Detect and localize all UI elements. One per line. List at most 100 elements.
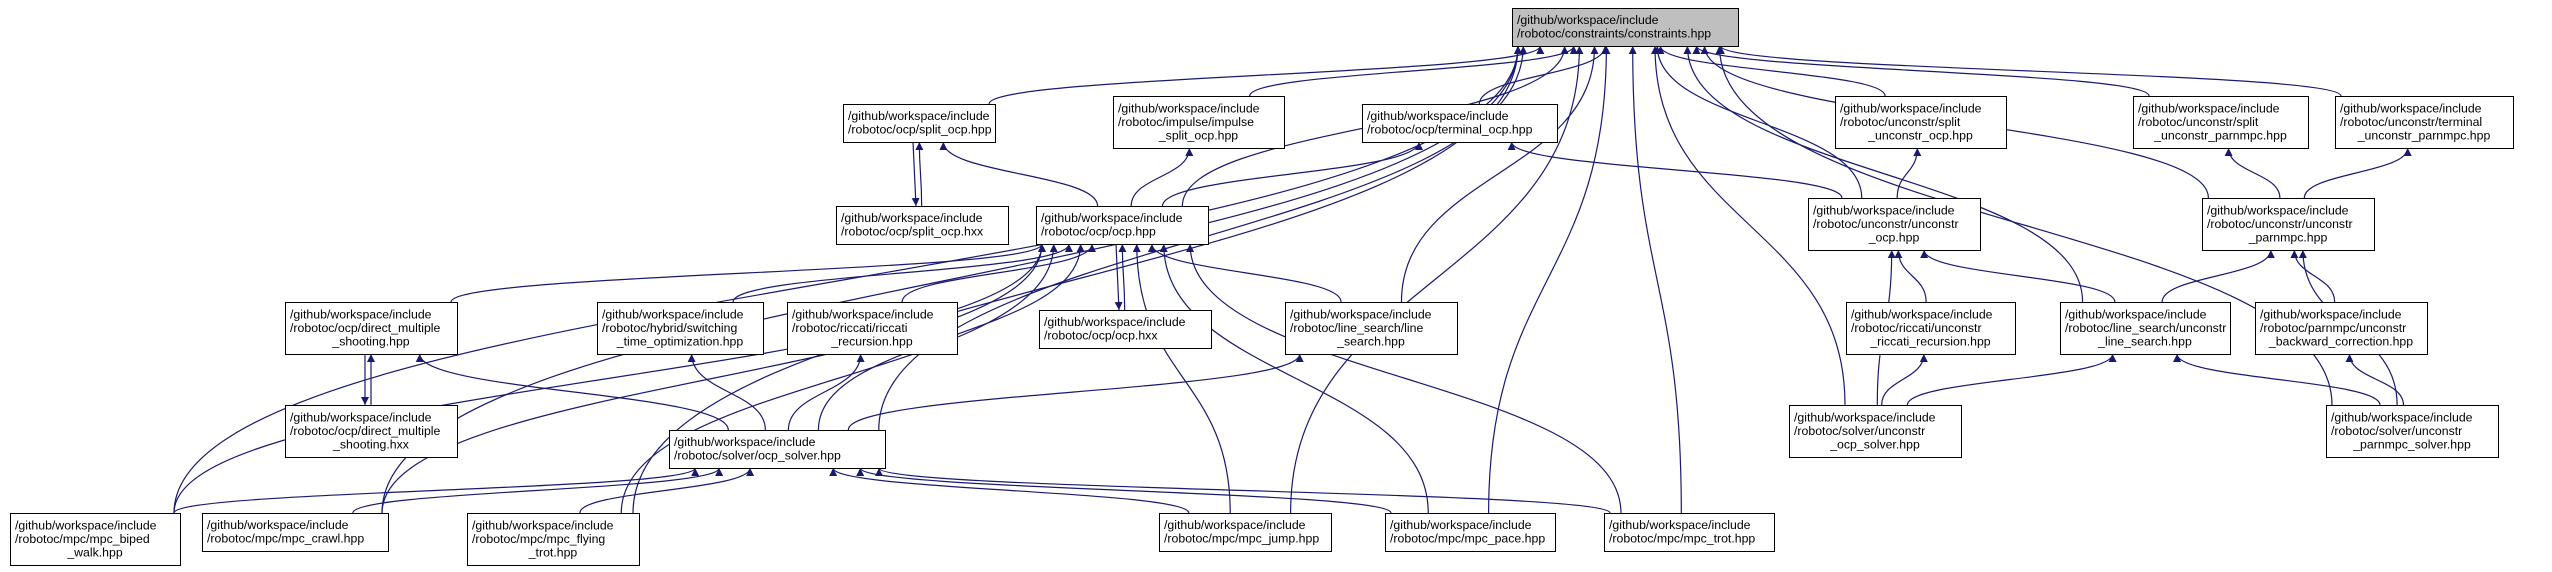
node-label-line: /robotoc/unconstr/unconstr xyxy=(2207,217,2353,231)
node-label-line: /robotoc/mpc/mpc_jump.hpp xyxy=(1164,532,1319,546)
node-mpc-jump[interactable]: /github/workspace/include/robotoc/mpc/mp… xyxy=(1159,513,1332,552)
node-unconstr-split[interactable]: /github/workspace/include/robotoc/uncons… xyxy=(1835,96,2007,149)
node-label-line: /robotoc/line_search/line xyxy=(1290,321,1423,335)
node-label-line: /github/workspace/include xyxy=(1367,109,1509,123)
node-label-line: /github/workspace/include xyxy=(1164,518,1306,532)
node-mpc-pace[interactable]: /github/workspace/include/robotoc/mpc/mp… xyxy=(1385,513,1556,552)
edge-arrow xyxy=(1290,45,1584,514)
node-unconstr-ocp-solver[interactable]: /github/workspace/include/robotoc/solver… xyxy=(1789,405,1962,458)
edge-line_search-to-constraints xyxy=(1400,45,1599,303)
edge-riccati_recursion-to-ocp xyxy=(901,243,1096,303)
edge-mpc_pace-to-ocp_solver xyxy=(856,467,1392,514)
edge-arrow xyxy=(915,141,924,207)
node-box xyxy=(1036,206,1209,245)
edge-arrow xyxy=(901,243,1096,303)
edge-line_search-to-ocp xyxy=(1147,243,1342,303)
edge-arrow xyxy=(2173,353,2381,406)
edge-arrow xyxy=(829,467,1190,514)
node-line-search[interactable]: /github/workspace/include/robotoc/line_s… xyxy=(1285,302,1458,355)
node-label-line: /robotoc/solver/ocp_solver.hpp xyxy=(674,449,841,463)
node-label-line: /robotoc/ocp/ocp.hxx xyxy=(1044,329,1158,343)
node-mpc-crawl[interactable]: /github/workspace/include/robotoc/mpc/mp… xyxy=(202,513,389,552)
edge-arrow xyxy=(856,467,1392,514)
edge-arrow xyxy=(2290,249,2336,303)
edge-arrow xyxy=(1717,45,2342,97)
edge-unconstr_line_search-to-unconstr_parnmpc xyxy=(2161,249,2275,303)
edge-arrow xyxy=(1683,45,2084,303)
node-label-line: /github/workspace/include xyxy=(1044,315,1186,329)
node-label-line: /robotoc/ocp/split_ocp.hpp xyxy=(848,123,992,137)
node-label-line: /github/workspace/include xyxy=(1517,13,1659,27)
edge-arrow xyxy=(1628,45,1682,514)
edge-unconstr_ocp_solver-to-unconstr_riccati xyxy=(1881,353,1928,406)
node-split-ocp-hxx[interactable]: /github/workspace/include/robotoc/ocp/sp… xyxy=(836,206,1009,245)
node-mpc-trot[interactable]: /github/workspace/include/robotoc/mpc/mp… xyxy=(1604,513,1775,552)
node-box xyxy=(202,513,389,552)
edge-mpc_trot-to-ocp_solver xyxy=(875,467,1611,514)
edge-mpc_flying-to-ocp xyxy=(620,243,1058,514)
edge-unconstr_parnmpc-to-unconstr_terminal_parnmpc xyxy=(2303,147,2412,199)
edge-arrow xyxy=(381,243,1046,514)
node-box xyxy=(597,302,764,355)
node-label-line: /github/workspace/include xyxy=(1851,307,1993,321)
node-label-line: /github/workspace/include xyxy=(848,109,990,123)
node-switching-time[interactable]: /github/workspace/include/robotoc/hybrid… xyxy=(597,302,764,355)
edge-arrow xyxy=(450,243,1046,303)
node-label-line: _trot.hpp xyxy=(528,545,578,559)
node-ocp-hxx[interactable]: /github/workspace/include/robotoc/ocp/oc… xyxy=(1039,310,1212,349)
node-unconstr-line-search[interactable]: /github/workspace/include/robotoc/line_s… xyxy=(2060,302,2231,355)
node-label-line: /robotoc/ocp/direct_multiple xyxy=(290,424,441,438)
edge-mpc_biped-to-ocp_solver xyxy=(173,467,699,514)
edge-mpc_pace-to-constraints xyxy=(1488,45,1611,514)
edge-arrow xyxy=(1653,45,1863,199)
node-box xyxy=(285,302,458,355)
edge-switching_time-to-ocp xyxy=(732,243,1073,303)
node-mpc-biped[interactable]: /github/workspace/include/robotoc/mpc/mp… xyxy=(10,513,181,566)
node-ocp-solver[interactable]: /github/workspace/include/robotoc/solver… xyxy=(669,430,886,469)
node-label-line: /robotoc/mpc/mpc_pace.hpp xyxy=(1390,532,1545,546)
node-unconstr-split-parnmpc[interactable]: /github/workspace/include/robotoc/uncons… xyxy=(2133,96,2309,149)
node-label-line: /github/workspace/include xyxy=(290,410,432,424)
node-ocp[interactable]: /github/workspace/include/robotoc/ocp/oc… xyxy=(1036,206,1209,245)
node-terminal-ocp[interactable]: /github/workspace/include/robotoc/ocp/te… xyxy=(1362,104,1558,143)
edge-ocp-to-split_ocp xyxy=(939,141,1099,207)
node-impulse-split[interactable]: /github/workspace/include/robotoc/impuls… xyxy=(1113,96,1285,149)
node-label-line: /robotoc/riccati/unconstr xyxy=(1851,321,1982,335)
node-label-line: _search.hpp xyxy=(1336,334,1405,348)
edge-split_ocp_hxx-to-split_ocp xyxy=(915,141,924,207)
node-parnmpc-backward[interactable]: /github/workspace/include/robotoc/parnmp… xyxy=(2255,302,2428,355)
edge-mpc_jump-to-ocp xyxy=(1132,243,1231,514)
node-split-ocp[interactable]: /github/workspace/include/robotoc/ocp/sp… xyxy=(843,104,996,143)
edge-unconstr_line_search-to-unconstr_ocp xyxy=(1920,249,2116,303)
edge-arrow xyxy=(2345,353,2405,406)
edge-ocp_solver-to-switching_time xyxy=(687,353,766,431)
edge-arrow xyxy=(620,243,1058,514)
node-label-line: /github/workspace/include xyxy=(1118,101,1260,115)
node-mpc-flying[interactable]: /github/workspace/include/robotoc/mpc/mp… xyxy=(467,513,640,566)
edge-arrow xyxy=(352,467,724,514)
node-label-line: _time_optimization.hpp xyxy=(616,334,744,348)
node-unconstr-terminal-parnmpc[interactable]: /github/workspace/include/robotoc/uncons… xyxy=(2335,96,2514,149)
edge-ocp-to-ocp_hxx xyxy=(1114,243,1123,311)
node-unconstr-parnmpc-solver[interactable]: /github/workspace/include/robotoc/solver… xyxy=(2326,405,2499,458)
node-label-line: /github/workspace/include xyxy=(2065,307,2207,321)
edge-arrow xyxy=(732,243,1073,303)
node-riccati-recursion[interactable]: /github/workspace/include/robotoc/riccat… xyxy=(787,302,958,355)
node-direct-multiple-hxx[interactable]: /github/workspace/include/robotoc/ocp/di… xyxy=(285,405,458,458)
edge-unconstr_parnmpc-to-unconstr_split_parnmpc xyxy=(2224,147,2281,199)
node-box xyxy=(1159,513,1332,552)
node-unconstr-parnmpc[interactable]: /github/workspace/include/robotoc/uncons… xyxy=(2202,198,2375,251)
edge-arrow xyxy=(1114,243,1123,311)
node-box xyxy=(2060,302,2231,355)
node-label-line: /robotoc/impulse/impulse xyxy=(1118,115,1254,129)
node-unconstr-ocp[interactable]: /github/workspace/include/robotoc/uncons… xyxy=(1808,198,1981,251)
edge-unconstr_ocp_solver-to-unconstr_line_search xyxy=(1906,353,2117,406)
edge-unconstr_ocp-to-constraints xyxy=(1653,45,1863,199)
node-box xyxy=(2255,302,2428,355)
edge-unconstr_split_parnmpc-to-constraints xyxy=(1692,45,2150,97)
edge-mpc_biped-to-ocp xyxy=(173,243,1046,514)
node-unconstr-riccati[interactable]: /github/workspace/include/robotoc/riccat… xyxy=(1846,302,2016,355)
edge-arrow xyxy=(1896,147,1922,199)
node-constraints[interactable]: /github/workspace/include/robotoc/constr… xyxy=(1512,8,1739,47)
node-direct-multiple[interactable]: /github/workspace/include/robotoc/ocp/di… xyxy=(285,302,458,355)
